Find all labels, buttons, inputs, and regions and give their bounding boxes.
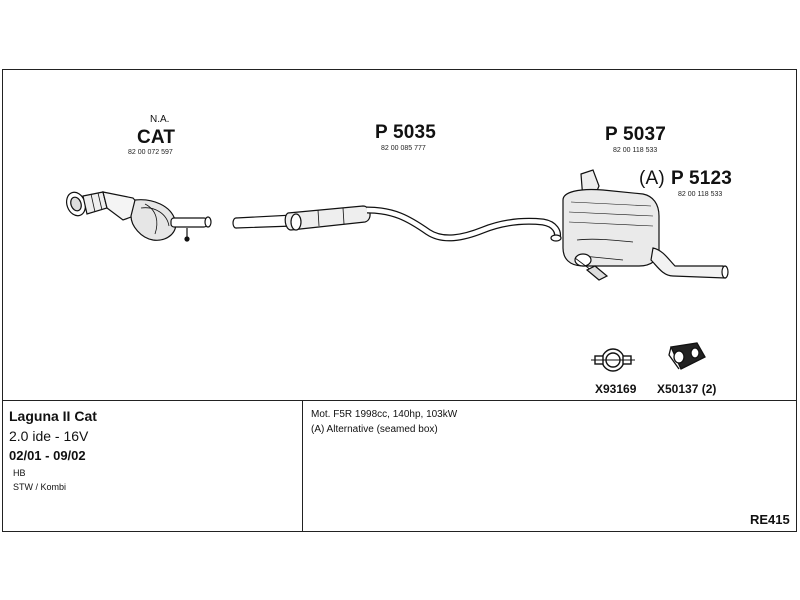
- rear-alt-part-label: P 5123: [671, 168, 733, 189]
- middle-silencer-drawing: [232, 205, 562, 242]
- rear-alt-oe-number: 82 00 118 533: [678, 191, 723, 198]
- vehicle-model: Laguna II Cat: [9, 408, 97, 424]
- rear-silencer-drawing: [562, 169, 729, 281]
- middle-oe-number: 82 00 085 777: [381, 145, 426, 152]
- vehicle-years: 02/01 - 09/02: [9, 448, 86, 463]
- clamp-code: X93169: [595, 382, 637, 396]
- cat-label: CAT: [137, 127, 176, 148]
- clamp-icon: [591, 348, 635, 372]
- exhaust-system-drawing: [65, 169, 729, 372]
- rear-oe-number: 82 00 118 533: [613, 147, 658, 154]
- vehicle-info-panel: Laguna II Cat 2.0 ide - 16V 02/01 - 09/0…: [3, 400, 303, 531]
- rear-part-label: P 5037: [605, 124, 667, 145]
- body-type-hb: HB: [13, 468, 26, 478]
- cat-prefix: N.A.: [150, 114, 170, 125]
- hanger-code: X50137 (2): [657, 382, 717, 396]
- exhaust-diagram-sheet: N.A. CAT 82 00 072 597 P 5035 82 00 085 …: [2, 69, 797, 532]
- rear-alt-marker: (A): [639, 168, 665, 189]
- note-alternative: (A) Alternative (seamed box): [311, 424, 438, 435]
- notes-panel: Mot. F5R 1998cc, 140hp, 103kW (A) Altern…: [303, 400, 796, 531]
- body-type-stw: STW / Kombi: [13, 482, 67, 492]
- diagram-area: N.A. CAT 82 00 072 597 P 5035 82 00 085 …: [3, 70, 796, 401]
- reference-code: RE415: [750, 512, 790, 527]
- cat-oe-number: 82 00 072 597: [128, 149, 173, 156]
- note-engine-spec: Mot. F5R 1998cc, 140hp, 103kW: [311, 409, 458, 420]
- middle-part-label: P 5035: [375, 122, 437, 143]
- catalytic-converter-drawing: [65, 191, 212, 242]
- vehicle-engine: 2.0 ide - 16V: [9, 428, 89, 444]
- rubber-hanger-icon: [668, 342, 706, 370]
